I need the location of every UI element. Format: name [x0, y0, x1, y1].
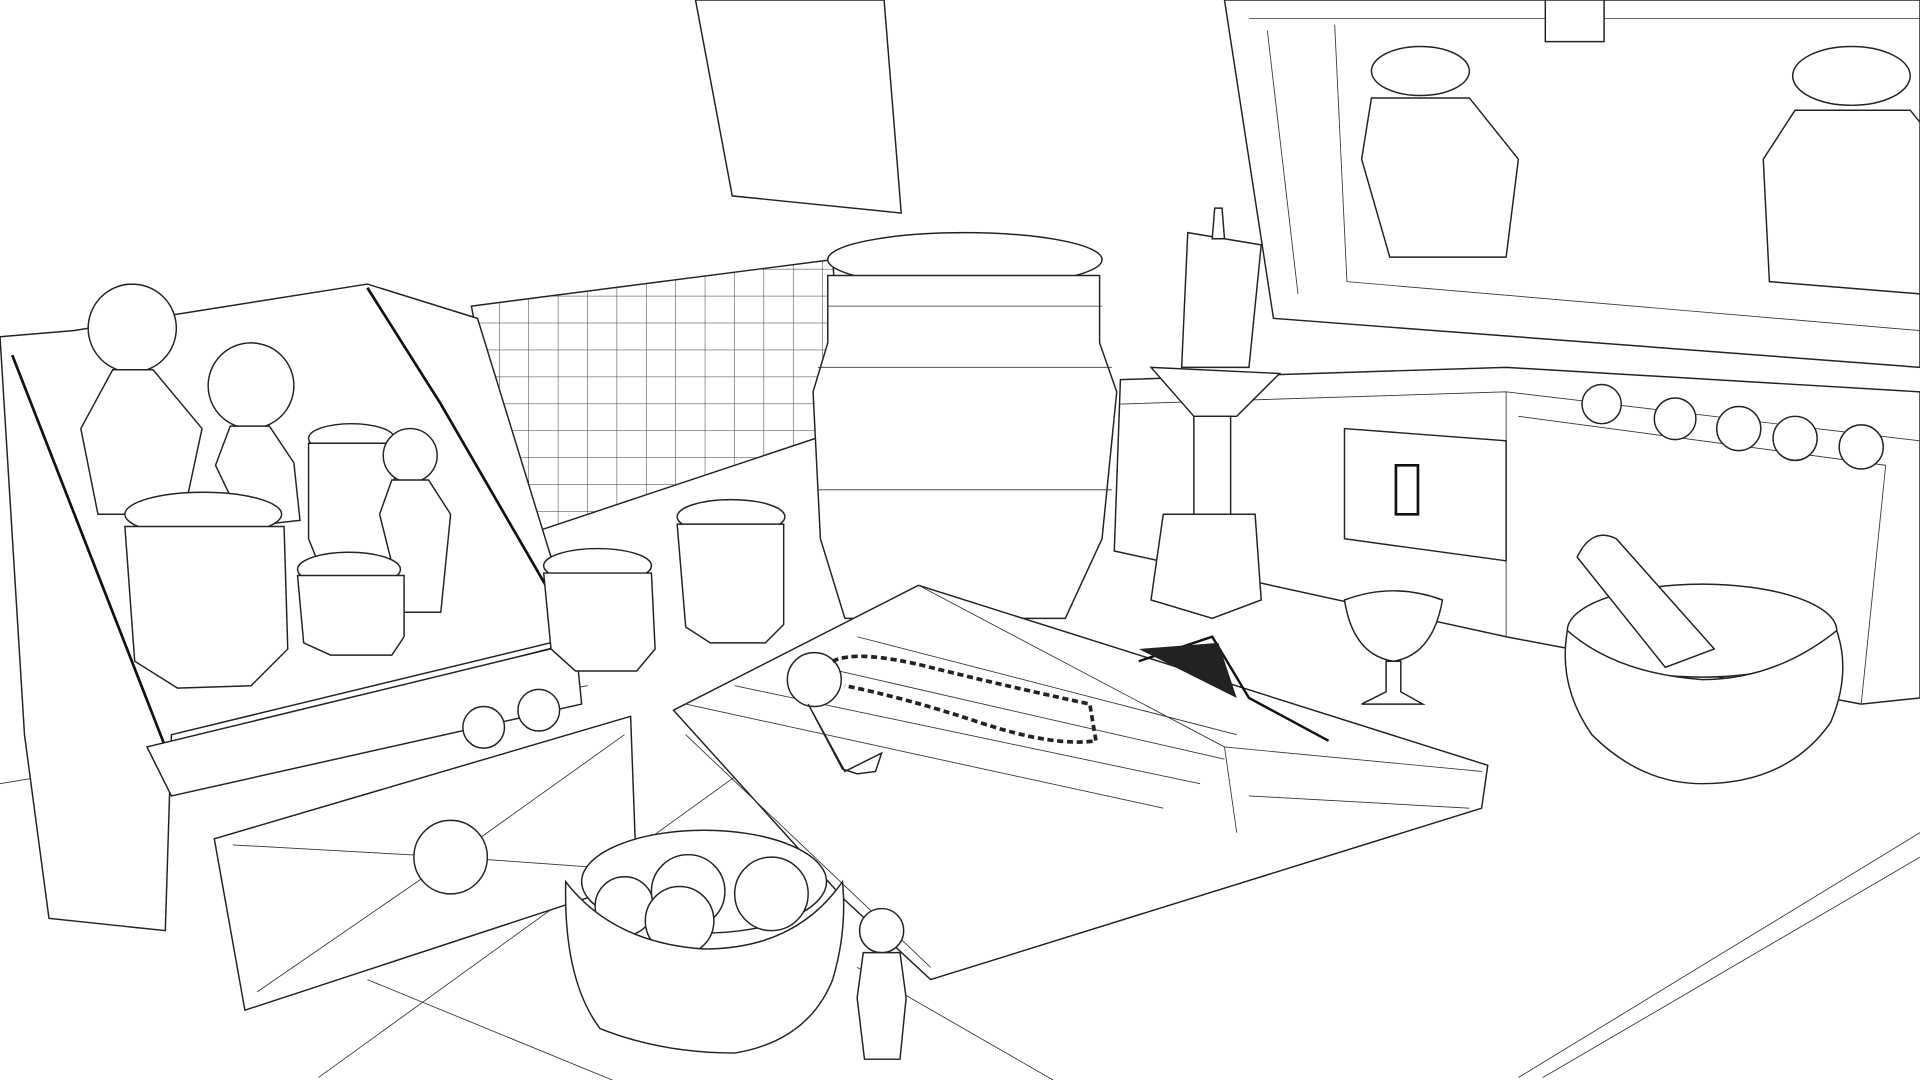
mortar: [1564, 583, 1844, 785]
small-bottle: [856, 907, 907, 1060]
mirror-frame: [1223, 0, 1920, 369]
large-jar: [812, 231, 1118, 620]
chest-lid: [213, 715, 638, 1012]
herb-bundle: [1138, 635, 1330, 742]
hanging-cloth: [694, 0, 903, 214]
reflected-jar: [1762, 45, 1920, 295]
candlestick: [1149, 207, 1282, 620]
key: [786, 651, 883, 775]
jars-group: [80, 283, 786, 749]
pestle: [1576, 534, 1716, 669]
goblet: [1343, 590, 1444, 705]
open-book: [672, 584, 1489, 981]
chain: [831, 654, 1099, 744]
reflected-jar: [1360, 45, 1520, 258]
orb-bowl: [564, 829, 845, 1054]
small-orbs: [1581, 383, 1884, 470]
